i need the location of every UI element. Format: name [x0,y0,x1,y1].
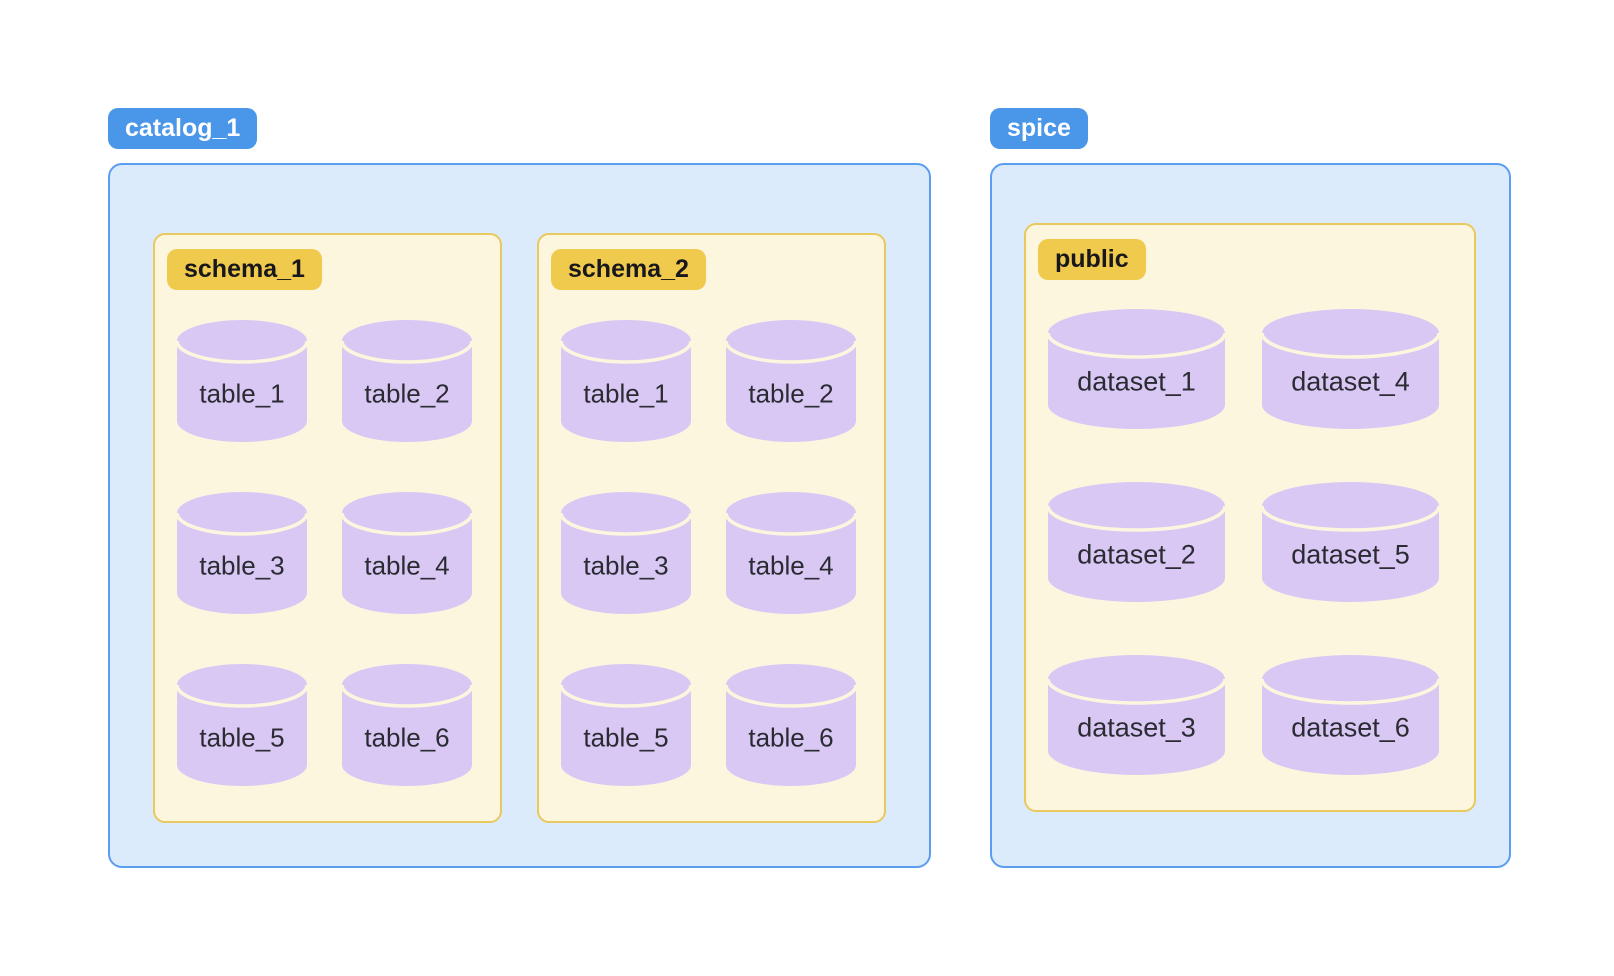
database-cylinder-icon [726,664,856,786]
database-cylinder-icon [1262,655,1439,775]
dataset-label: dataset_6 [1291,712,1410,743]
database-cylinder-icon [1262,482,1439,602]
database-cylinder-icon [726,320,856,442]
table-cylinder: table_4 [726,492,856,614]
dataset-cylinder: dataset_3 [1048,655,1225,775]
dataset-label: dataset_1 [1077,366,1196,397]
database-cylinder-icon [1048,482,1225,602]
table-label: table_5 [583,722,669,753]
dataset-cylinder: dataset_5 [1262,482,1439,602]
database-cylinder-icon [561,492,691,614]
spice-badge: spice [990,108,1088,150]
table-cylinder: table_4 [342,492,472,614]
table-cylinder: table_5 [561,664,691,786]
table-cylinder: table_2 [342,320,472,442]
database-cylinder-icon [342,320,472,442]
schema-2-badge: schema_2 [551,249,706,291]
database-cylinder-icon [1262,309,1439,429]
database-cylinder-icon [726,492,856,614]
table-label: table_2 [364,378,450,409]
table-cylinder: table_2 [726,320,856,442]
database-cylinder-icon [342,664,472,786]
table-cylinder: table_6 [726,664,856,786]
database-cylinder-icon [177,320,307,442]
catalog-badge: catalog_1 [108,108,258,150]
dataset-cylinder: dataset_4 [1262,309,1439,429]
dataset-label: dataset_5 [1291,539,1410,570]
dataset-cylinder: dataset_2 [1048,482,1225,602]
table-label: table_2 [748,378,834,409]
table-cylinder: table_1 [561,320,691,442]
database-cylinder-icon [1048,655,1225,775]
dataset-label: dataset_3 [1077,712,1196,743]
catalog-container: schema_1 table_1 table_2 table_3 table_4 [108,163,931,868]
database-cylinder-icon [561,664,691,786]
dataset-label: dataset_4 [1291,366,1410,397]
table-cylinder: table_6 [342,664,472,786]
table-label: table_4 [748,550,834,581]
table-cylinder: table_3 [177,492,307,614]
spice-container: public dataset_1 dataset_2 dataset_3 dat… [990,163,1511,868]
table-cylinder: table_3 [561,492,691,614]
table-label: table_6 [748,722,834,753]
table-cylinder: table_5 [177,664,307,786]
table-label: table_1 [199,378,285,409]
dataset-cylinder: dataset_6 [1262,655,1439,775]
schema-2-box: schema_2 table_1 table_2 table_3 table_4 [537,233,886,823]
table-label: table_6 [364,722,450,753]
table-label: table_3 [199,550,285,581]
database-cylinder-icon [177,664,307,786]
schema-1-table-grid: table_1 table_2 table_3 table_4 table_5 [177,320,472,786]
database-cylinder-icon [561,320,691,442]
table-label: table_3 [583,550,669,581]
public-dataset-grid: dataset_1 dataset_2 dataset_3 dataset_4 … [1048,309,1439,775]
schema-2-table-grid: table_1 table_2 table_3 table_4 table_5 [561,320,856,786]
public-schema-box: public dataset_1 dataset_2 dataset_3 dat… [1024,223,1476,812]
database-cylinder-icon [177,492,307,614]
database-cylinder-icon [342,492,472,614]
schema-1-box: schema_1 table_1 table_2 table_3 table_4 [153,233,502,823]
table-label: table_4 [364,550,450,581]
table-label: table_5 [199,722,285,753]
schema-1-badge: schema_1 [167,249,322,291]
table-label: table_1 [583,378,669,409]
dataset-cylinder: dataset_1 [1048,309,1225,429]
database-cylinder-icon [1048,309,1225,429]
table-cylinder: table_1 [177,320,307,442]
dataset-label: dataset_2 [1077,539,1196,570]
public-badge: public [1038,239,1146,281]
